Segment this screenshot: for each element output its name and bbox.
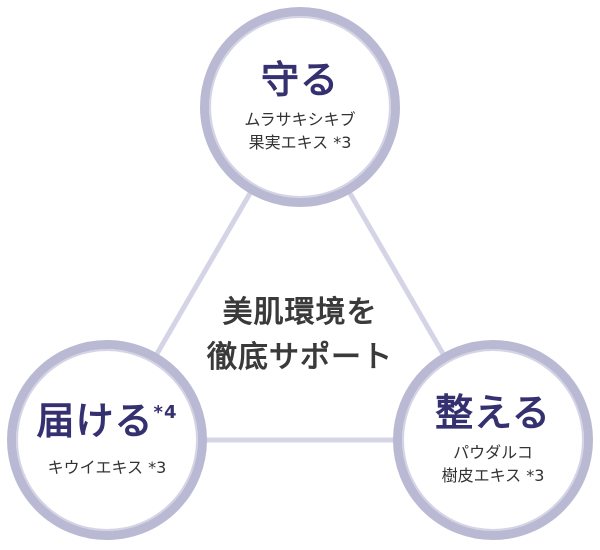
node-deliver: 届ける*4 キウイエキス *3 <box>7 340 207 540</box>
center-caption: 美肌環境を徹底サポート <box>180 290 420 380</box>
node-deliver-heading: 届ける*4 <box>36 398 178 443</box>
node-deliver-desc: キウイエキス *3 <box>47 458 167 478</box>
node-deliver-footnote: *4 <box>153 401 178 423</box>
center-line-1: 美肌環境を <box>222 295 378 330</box>
node-protect: 守る ムラサキシキブ 果実エキス *3 <box>200 7 400 207</box>
node-balance-desc: パウダルコ 樹皮エキス *3 <box>441 442 545 485</box>
node-protect-title: 守る <box>260 57 339 102</box>
node-balance: 整える パウダルコ 樹皮エキス *3 <box>393 340 593 540</box>
node-deliver-title: 届ける <box>36 398 154 443</box>
node-balance-title: 整える <box>435 390 551 435</box>
center-line-2: 徹底サポート <box>207 340 393 375</box>
node-protect-desc: ムラサキシキブ 果実エキス *3 <box>244 109 356 152</box>
